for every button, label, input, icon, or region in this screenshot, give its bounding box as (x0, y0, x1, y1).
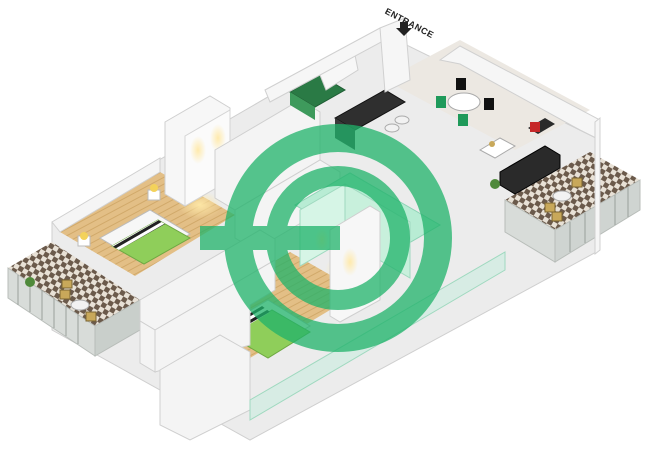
outer-walls (264, 17, 601, 256)
left-balcony (7, 242, 141, 357)
circular-logo-watermark (200, 124, 452, 352)
arrow-down-icon (396, 22, 412, 36)
living-room (385, 40, 590, 195)
